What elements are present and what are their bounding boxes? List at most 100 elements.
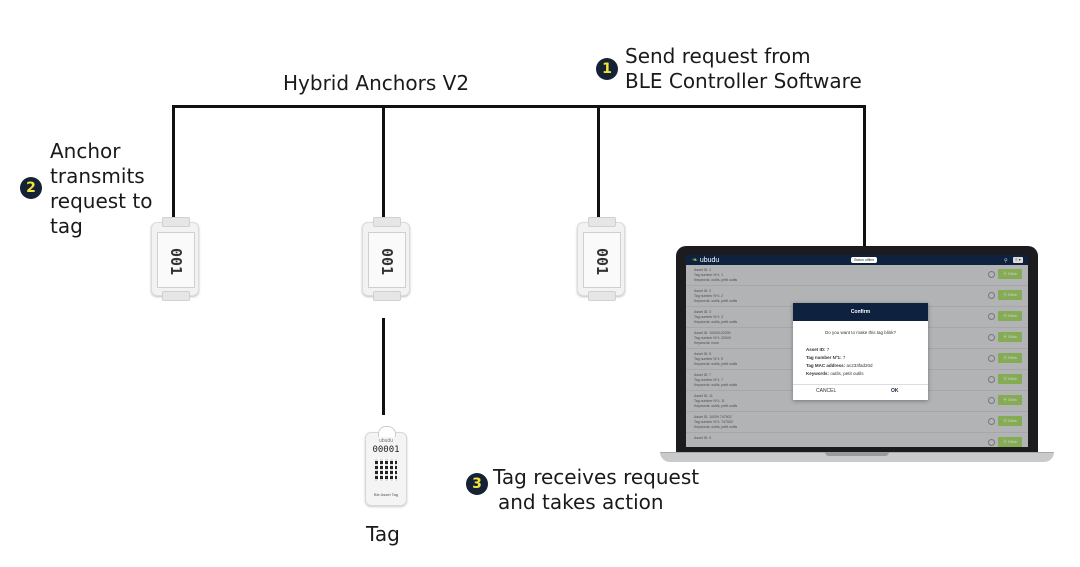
list-item: Asset ID: 9 ⦿ Blink (686, 433, 1028, 447)
row-asset-id: Asset ID: 2 (694, 289, 712, 293)
ok-button[interactable]: OK (891, 388, 899, 394)
row-tag-number: Tag number Nº1: 11 (694, 399, 725, 403)
row-asset-id: Asset ID: 9 (694, 436, 712, 440)
list-item: Asset ID: 11 Tag number Nº1: 11 Keywords… (686, 391, 1028, 412)
anchor-device-1: 001 (151, 217, 199, 301)
settings-icon[interactable] (988, 271, 995, 278)
blink-button[interactable]: ⦿ Blink (998, 374, 1022, 384)
row-asset-id: Asset ID: 10009 747502 (694, 415, 732, 419)
step-2-line-1: Anchor (50, 139, 121, 163)
anchor-mount-tab (373, 217, 401, 227)
dialog-question: Do you want to make this tag blink? (824, 330, 897, 335)
anchor-mount-tab (373, 291, 401, 301)
app-logo: ❧ ubudu (692, 256, 719, 264)
wire-tag (382, 318, 385, 415)
step-2-text: Anchor transmits request to tag (50, 139, 152, 239)
step-1-text: Send request from BLE Controller Softwar… (625, 44, 862, 94)
list-item: Asset ID: 1 Tag number Nº1: 1 Keywords: … (686, 265, 1028, 286)
app-logo-text: ubudu (699, 257, 720, 264)
blink-button[interactable]: ⦿ Blink (998, 269, 1022, 279)
tag-lanyard-hole (378, 426, 396, 437)
row-tag-number: Tag number Nº1: 20000 (694, 336, 731, 340)
keywords-value: outils, petit outils (830, 371, 864, 376)
step-1-badge: 1 (596, 58, 618, 80)
blink-button[interactable]: ⦿ Blink (998, 332, 1022, 342)
tag-number-label: Tag number Nº1: (806, 355, 842, 360)
dialog-mac: Tag MAC address: ac233fad20d (806, 363, 872, 368)
list-item: Asset ID: 10009 747502 Tag number Nº1: 7… (686, 412, 1028, 433)
row-tag-number: Tag number Nº1: 747502 (694, 420, 733, 424)
wire-anchor-2 (382, 105, 385, 222)
row-keywords: Keywords: outils, petit outils (694, 278, 738, 282)
mac-label: Tag MAC address: (806, 363, 846, 368)
anchor-screen: 001 (157, 232, 195, 288)
settings-icon[interactable] (988, 397, 995, 404)
row-keywords: Keywords: outils, petit outils (694, 362, 738, 366)
settings-icon[interactable] (988, 376, 995, 383)
tag-number-value: 7 (842, 355, 846, 360)
step-3-text: Tag receives request and takes action (493, 465, 699, 515)
wire-anchor-1 (172, 105, 175, 222)
step-2-line-3: request to (50, 189, 153, 213)
tag-id: 00001 (372, 445, 400, 455)
anchor-mount-tab (588, 291, 616, 301)
row-asset-id: Asset ID: 3 (694, 310, 712, 314)
wire-laptop (863, 105, 866, 248)
mac-value: ac233fad20d (846, 363, 873, 368)
settings-icon[interactable] (988, 439, 995, 446)
status-badge: Status offline (851, 257, 878, 263)
diagram-title: Hybrid Anchors V2 (283, 71, 470, 95)
row-asset-id: Asset ID: 7 (694, 373, 712, 377)
row-tag-number: Tag number Nº1: 3 (694, 315, 724, 319)
step-2-line-4: tag (50, 214, 83, 238)
settings-icon[interactable] (988, 418, 995, 425)
anchor-label: 001 (378, 248, 396, 276)
step-2-line-2: transmits (50, 164, 145, 188)
menu-button[interactable]: ≡ ▾ (1013, 257, 1023, 263)
search-icon[interactable]: ⚲ (1004, 258, 1008, 264)
cancel-button[interactable]: CANCEL (816, 388, 837, 394)
row-asset-id: Asset ID: 11 (694, 394, 713, 398)
blink-button[interactable]: ⦿ Blink (998, 290, 1022, 300)
settings-icon[interactable] (988, 355, 995, 362)
settings-icon[interactable] (988, 334, 995, 341)
row-keywords: Keywords: none (694, 341, 720, 345)
row-asset-id: Asset ID: 10000120330 (694, 331, 731, 335)
row-asset-id: Asset ID: 5 (694, 352, 712, 356)
blink-button[interactable]: ⦿ Blink (998, 311, 1022, 321)
dialog-tag-number: Tag number Nº1: 7 (806, 355, 845, 360)
tag-footer: Ble Asset Tag (373, 492, 399, 497)
step-3-badge: 3 (466, 473, 488, 495)
step-2-badge: 2 (20, 177, 42, 199)
row-asset-id: Asset ID: 1 (694, 268, 712, 272)
step-3-line-1: Tag receives request (493, 465, 700, 489)
row-keywords: Keywords: outils, petit outils (694, 383, 738, 387)
blink-button[interactable]: ⦿ Blink (998, 395, 1022, 405)
settings-icon[interactable] (988, 292, 995, 299)
anchor-mount-tab (162, 291, 190, 301)
settings-icon[interactable] (988, 313, 995, 320)
anchor-mount-tab (588, 217, 616, 227)
dialog-keywords: Keywords: outils, petit outils (806, 371, 864, 376)
qr-code-icon (375, 459, 397, 481)
anchor-device-3: 001 (577, 217, 625, 301)
row-keywords: Keywords: outils, petit outils (694, 299, 738, 303)
asset-id-value: 7 (826, 347, 830, 352)
blink-button[interactable]: ⦿ Blink (998, 437, 1022, 447)
anchor-label: 001 (593, 248, 611, 276)
row-tag-number: Tag number Nº1: 7 (694, 378, 724, 382)
row-keywords: Keywords: outils, petit outils (694, 425, 738, 429)
row-tag-number: Tag number Nº1: 1 (694, 273, 724, 277)
step-1-line-2: BLE Controller Software (625, 69, 862, 93)
row-tag-number: Tag number Nº1: 5 (694, 357, 724, 361)
anchor-screen: 001 (368, 232, 406, 288)
dialog-asset-id: Asset ID: 7 (806, 347, 829, 352)
bus-line (172, 105, 866, 108)
tag-caption: Tag (366, 522, 400, 546)
blink-button[interactable]: ⦿ Blink (998, 353, 1022, 363)
dialog-divider (793, 384, 928, 385)
confirm-dialog: Confirm Do you want to make this tag bli… (793, 303, 928, 400)
anchor-mount-tab (162, 217, 190, 227)
keywords-label: Keywords: (806, 371, 830, 376)
blink-button[interactable]: ⦿ Blink (998, 416, 1022, 426)
